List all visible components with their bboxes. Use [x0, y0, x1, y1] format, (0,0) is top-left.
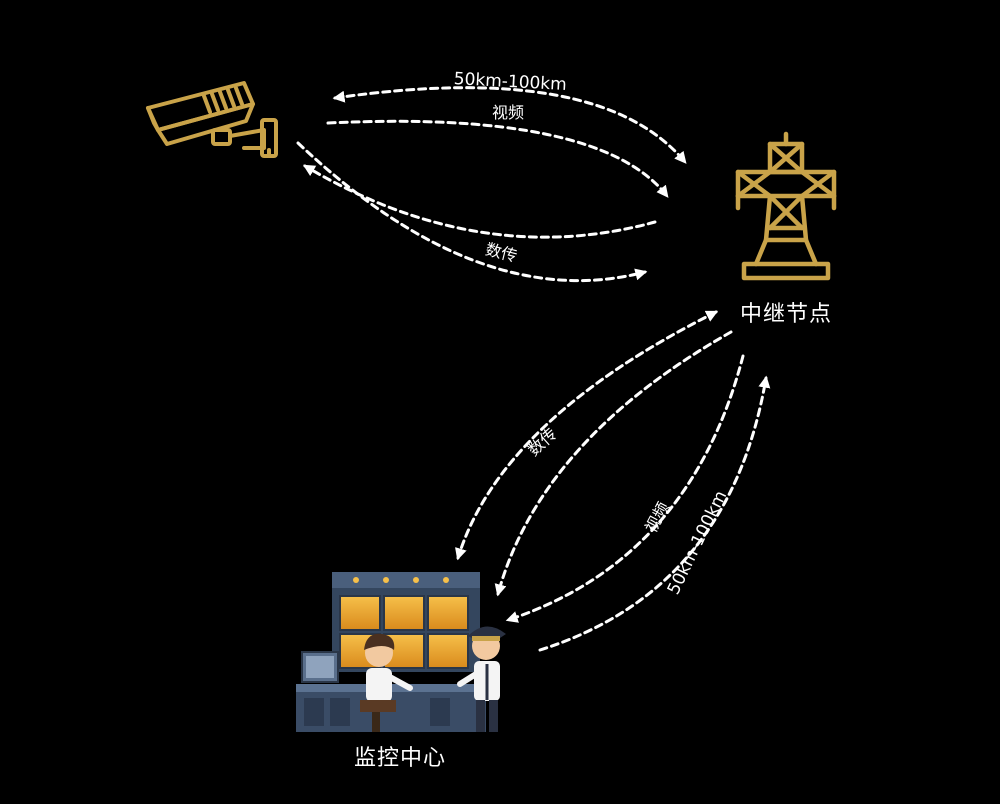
relay-center-video-label: 视频 — [641, 499, 673, 536]
relay-center-data-link-outer — [455, 310, 719, 561]
camera-relay-video-label: 视频 — [492, 103, 524, 122]
camera-relay-data-link-lower — [296, 141, 648, 283]
relay-center-links: 数传 视频 50km-100km — [455, 310, 771, 652]
monitoring-center-label: 监控中心 — [354, 746, 447, 771]
control-room-illustration — [296, 572, 506, 732]
relay-node-label: 中继节点 — [740, 302, 833, 327]
camera-relay-distance-label: 50km-100km — [453, 69, 567, 95]
camera-relay-data-label: 数传 — [484, 240, 520, 266]
camera-relay-data-link-upper — [302, 164, 657, 239]
camera-relay-link-top — [332, 86, 687, 164]
relay-center-distance-label: 50km-100km — [664, 488, 732, 598]
security-camera-icon — [146, 81, 278, 158]
camera-relay-links: 50km-100km 视频 数传 — [296, 69, 687, 283]
relay-center-data-link-inner — [494, 330, 733, 597]
relay-center-distance-link — [538, 375, 771, 652]
relay-center-video-link — [505, 354, 745, 623]
transmission-tower-icon — [735, 131, 837, 281]
relay-center-data-label: 数传 — [524, 424, 561, 460]
camera-relay-video-link — [326, 119, 669, 198]
